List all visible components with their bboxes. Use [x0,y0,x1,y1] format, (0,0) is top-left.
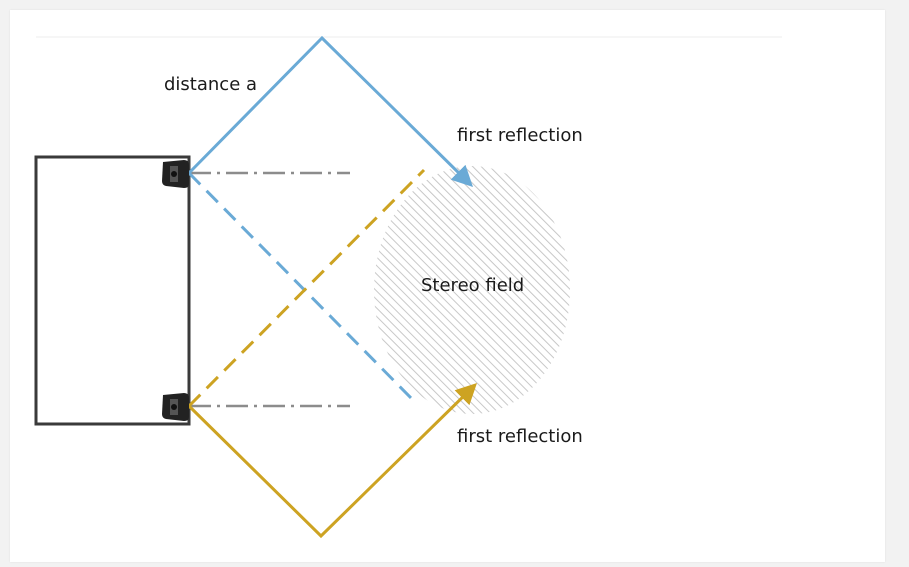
speaker-icon [162,393,189,421]
first-reflection-bottom-label: first reflection [457,426,583,447]
gold-reflection-path [187,383,477,539]
blue-reflection-path [187,35,473,187]
stereo-field-label: Stereo field [421,275,524,296]
gold-direct-path [187,168,426,408]
distance-label: distance a [164,74,257,95]
stereo-field-area [374,166,570,414]
blue-direct-path [187,171,415,402]
first-reflection-top-label: first reflection [457,125,583,146]
room-outline [34,155,191,426]
speaker-icon [162,160,189,188]
